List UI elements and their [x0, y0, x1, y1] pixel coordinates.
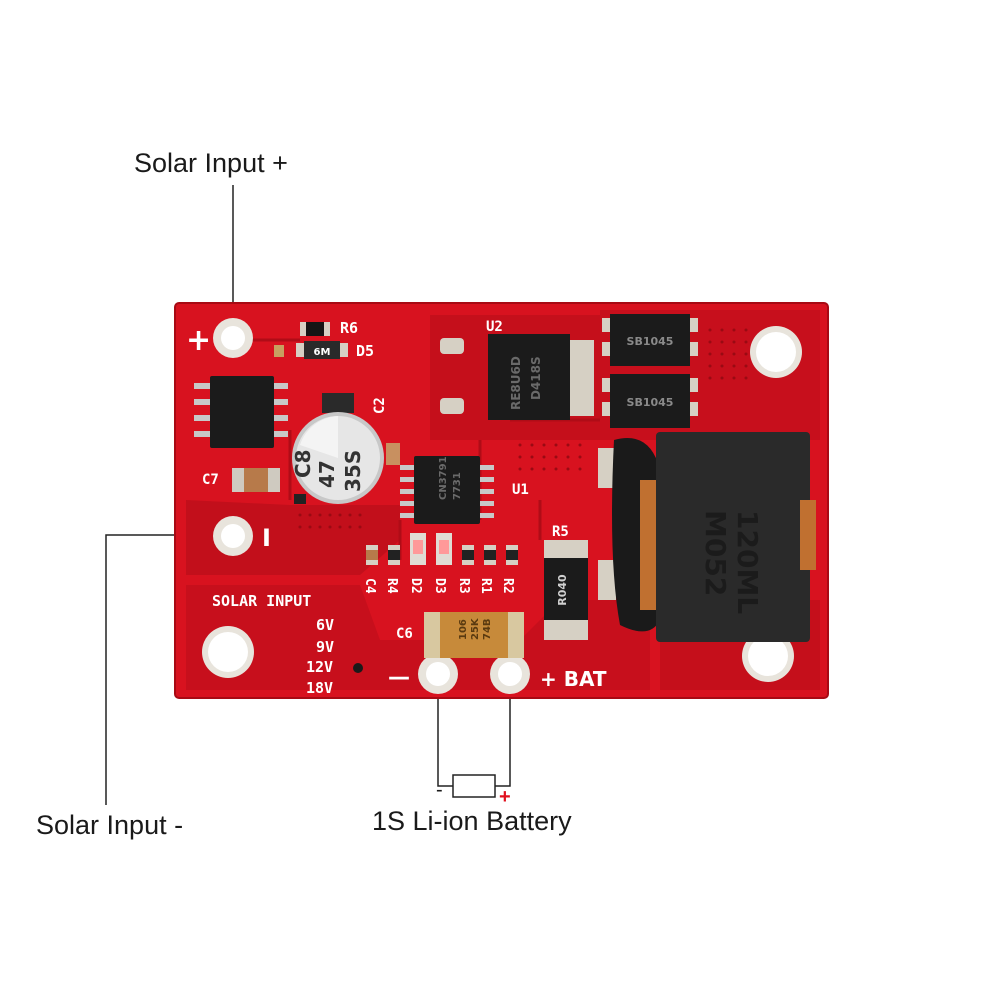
u2-mark-1: D418S	[529, 356, 543, 400]
silk-r1: R1	[478, 578, 493, 594]
battery-leader-neg	[437, 680, 453, 787]
c8-line1: C8	[291, 449, 315, 478]
silk-c4: C4	[362, 578, 377, 594]
silk-6v: 6V	[316, 616, 334, 634]
silk-c6: C6	[396, 626, 413, 642]
smd-row	[366, 533, 518, 565]
diode-top-mark: SB1045	[627, 335, 674, 348]
inductor	[598, 432, 816, 642]
solar-pos-pad	[213, 318, 253, 358]
silk-u2: U2	[486, 319, 503, 335]
silk-bat-minus: —	[388, 665, 410, 690]
inductor-line2: M052	[699, 510, 732, 596]
silk-solar-input: SOLAR INPUT	[212, 592, 311, 610]
bat-neg-pad	[418, 654, 458, 694]
battery-label: 1S Li-ion Battery	[372, 806, 572, 836]
c8-electrolytic-capacitor	[292, 393, 384, 504]
silk-12v: 12V	[306, 658, 333, 676]
silk-r3: R3	[456, 578, 471, 594]
d5-mark: 6M	[314, 347, 331, 358]
c6-mark-2: 25K	[470, 617, 481, 640]
u2-mark-2: RE8U6D	[509, 356, 523, 410]
silk-c2: C2	[372, 397, 388, 414]
c7-capacitor	[232, 468, 280, 492]
c2-capacitor	[386, 443, 400, 465]
mount-hole-bottom-right	[742, 630, 794, 682]
solar-input-positive-label: Solar Input +	[134, 148, 288, 178]
battery-minus-sign: -	[436, 779, 443, 801]
c6-mark-3: 74B	[482, 618, 493, 640]
battery-leader-pos	[495, 680, 511, 787]
u2-regulator	[440, 334, 594, 420]
diode-sb1045-bottom: SB1045	[602, 374, 698, 428]
c8-line3: 35S	[341, 450, 365, 492]
battery-symbol	[452, 774, 496, 798]
diode-bottom-mark: SB1045	[627, 396, 674, 409]
battery-plus-sign: +	[499, 786, 511, 808]
r5-sense-resistor	[544, 540, 588, 640]
u1-mark-1: CN3791	[438, 456, 449, 500]
r6-resistor	[300, 322, 330, 336]
silk-refdes-row: C4 R4 D2 D3 R3 R1 R2	[362, 578, 515, 594]
d5-diode: 6M	[296, 341, 348, 359]
u1-mark-2: 7731	[452, 472, 463, 500]
silk-18v: 18V	[306, 679, 333, 697]
silk-minus: I	[262, 524, 271, 552]
inductor-line1: 120ML	[731, 510, 764, 614]
silk-9v: 9V	[316, 638, 334, 656]
silk-r4: R4	[384, 578, 399, 594]
silk-d5: D5	[356, 342, 374, 360]
bat-pos-pad	[490, 654, 530, 694]
silk-d3: D3	[432, 578, 447, 594]
c6-mark-1: 106	[458, 619, 469, 640]
ic-u1	[400, 456, 494, 524]
silk-r6: R6	[340, 319, 358, 337]
silk-u1: U1	[512, 482, 529, 498]
mount-hole-top-right	[750, 326, 802, 378]
silk-c7: C7	[202, 472, 219, 488]
via-field	[298, 328, 748, 529]
solar-input-negative-label: Solar Input -	[36, 810, 184, 840]
silk-d2: D2	[408, 578, 423, 594]
diode-sb1045-top: SB1045	[602, 314, 698, 366]
c6-tantalum-capacitor	[424, 612, 524, 658]
solar-neg-pad	[213, 516, 253, 556]
silk-bat-plus: + BAT	[540, 667, 607, 691]
mount-hole-bottom-left	[202, 626, 254, 678]
c8-line2: 47	[315, 460, 339, 488]
silk-plus: +	[186, 323, 211, 358]
r5-mark: R040	[556, 574, 569, 606]
ic-left-soic	[194, 376, 288, 448]
silk-r2: R2	[500, 578, 515, 594]
silk-r5: R5	[552, 524, 569, 540]
